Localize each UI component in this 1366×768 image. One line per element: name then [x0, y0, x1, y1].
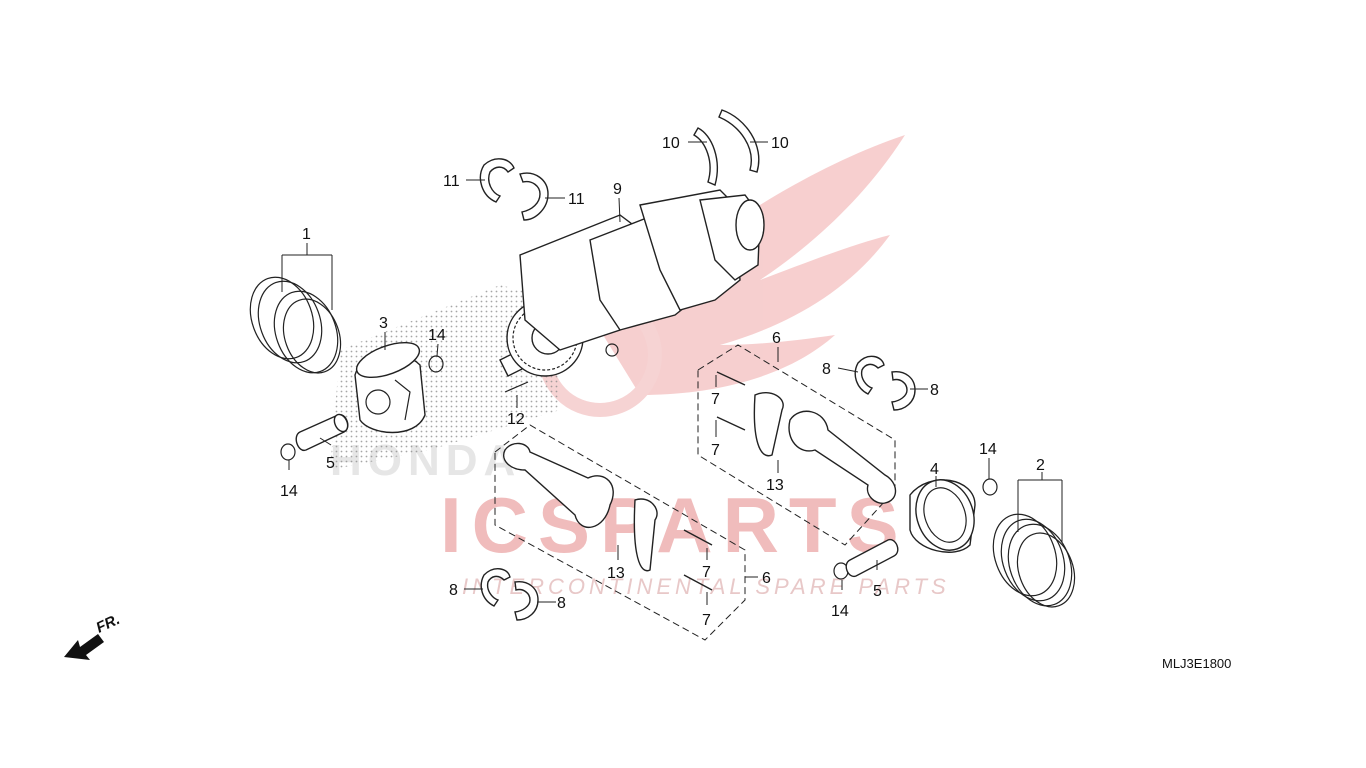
callout-8-c: 8 [449, 582, 458, 599]
piston-rings-right [992, 513, 1076, 608]
callout-3: 3 [379, 315, 388, 332]
callout-14-d: 14 [831, 603, 849, 620]
callout-6-upper: 6 [772, 330, 781, 347]
front-label: FR. [94, 611, 123, 637]
callout-11-left: 11 [443, 173, 460, 190]
callout-9: 9 [613, 181, 622, 198]
piston-left [354, 341, 426, 434]
callout-14-c: 14 [979, 441, 997, 458]
callout-1: 1 [302, 226, 311, 243]
callout-7-a: 7 [711, 391, 720, 408]
watermark-brand: ICSPARTS [440, 481, 909, 569]
piston-rings-left [249, 276, 342, 374]
callout-4: 4 [930, 461, 939, 478]
thrust-washers [693, 109, 760, 186]
callout-5-right: 5 [873, 583, 882, 600]
callout-12: 12 [507, 411, 525, 428]
conrod-set-lower-box [494, 424, 746, 641]
callout-labels: 1 2 3 4 5 5 6 6 7 7 7 7 8 8 8 8 9 10 10 … [280, 135, 1045, 629]
front-arrow-icon [64, 634, 104, 660]
piston-pin-right [845, 538, 899, 578]
callout-7-c: 7 [702, 564, 711, 581]
crank-dowel-pin [504, 381, 529, 393]
conrod-bearings [480, 355, 916, 621]
crankshaft [499, 189, 765, 377]
callout-7-b: 7 [711, 442, 720, 459]
drawing-code: MLJ3E1800 [1162, 656, 1232, 671]
leader-lines [281, 141, 1063, 605]
callout-10-right: 10 [771, 135, 789, 152]
callout-6-lower: 6 [762, 570, 771, 587]
callout-10-left: 10 [662, 135, 680, 152]
piston-pin-left [295, 413, 349, 451]
callout-13-upper: 13 [766, 477, 784, 494]
callout-11-right: 11 [568, 191, 585, 208]
callout-8-d: 8 [557, 595, 566, 612]
main-bearings [479, 158, 549, 221]
conrod-upper [716, 371, 897, 504]
callout-7-d: 7 [702, 612, 711, 629]
callout-13-lower: 13 [607, 565, 625, 582]
callout-8-a: 8 [822, 361, 831, 378]
front-direction-indicator: FR. [64, 611, 123, 660]
callout-8-b: 8 [930, 382, 939, 399]
callout-2: 2 [1036, 457, 1045, 474]
watermark-tagline: INTERCONTINENTAL SPARE PARTS [462, 574, 950, 599]
callout-14-b: 14 [280, 483, 298, 500]
conrod-lower [503, 442, 713, 591]
callout-5-left: 5 [326, 455, 335, 472]
piston-right [909, 479, 976, 553]
callout-14-a: 14 [428, 327, 446, 344]
